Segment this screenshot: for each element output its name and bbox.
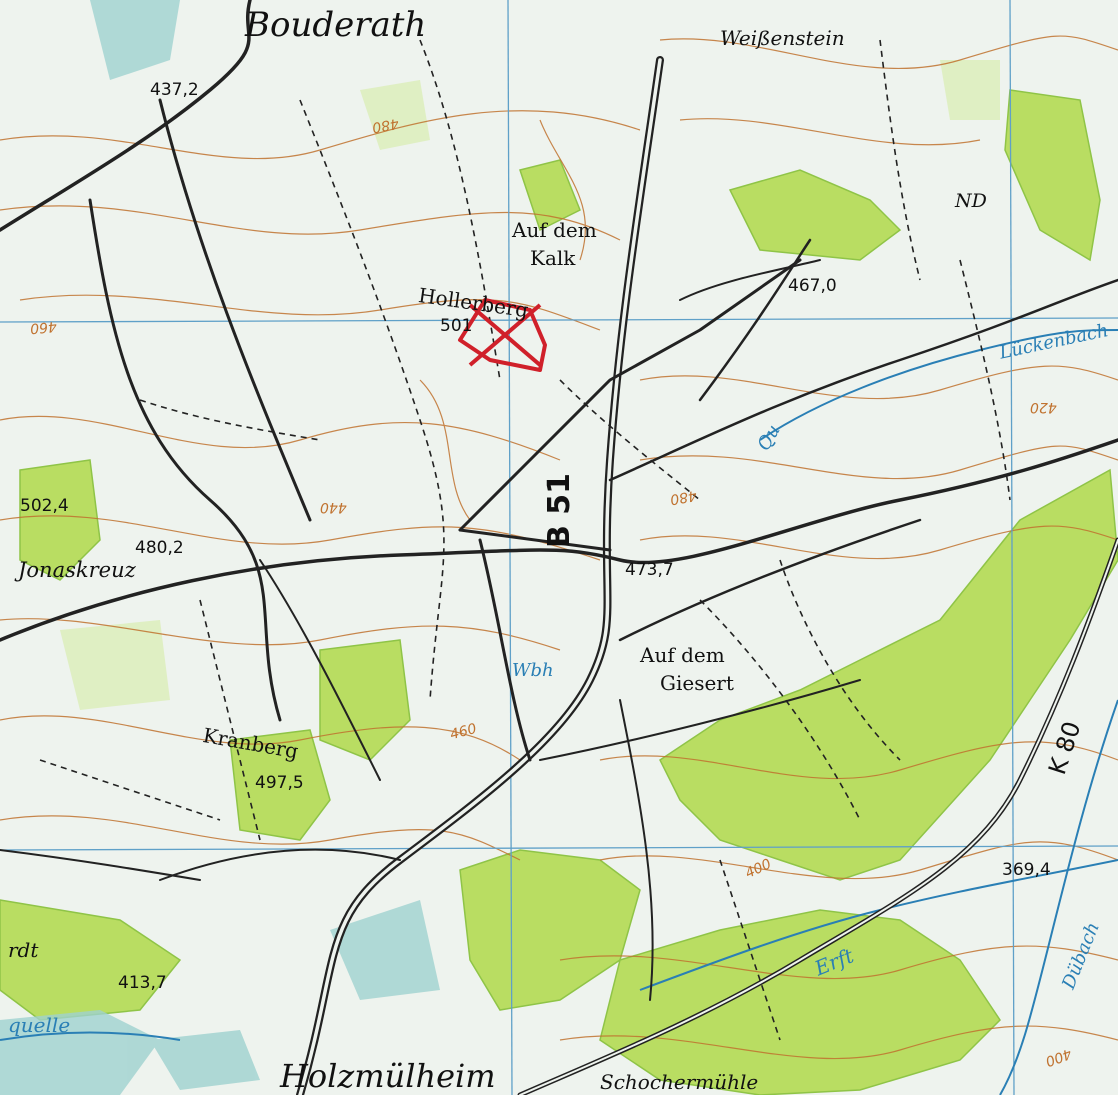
place-label-schochermuehle: Schochermühle [600,1070,759,1094]
elevation-label-413: 413,7 [118,973,167,993]
place-label-auf-dem-giesert-1: Auf dem [640,643,725,667]
contour-lines [0,35,1118,1060]
water-label-wbh: Wbh [512,660,554,681]
place-label-jonaskreuz: Jonaskreuz [18,558,136,582]
elevation-label-467: 467,0 [788,276,837,296]
contour-label-3: 440 [320,499,347,515]
place-label-holzmuelheim: Holzmülheim [280,1057,496,1095]
place-label-auf-dem-kalk-2: Kalk [530,246,576,270]
place-label-quelle: quelle [8,1013,71,1037]
tracks [39,39,1011,1041]
forest-areas [0,89,1118,1095]
place-label-weissenstein: Weißenstein [720,26,845,50]
elevation-label-497: 497,5 [255,773,304,793]
contour-label-2: 460 [29,317,58,337]
road-label-b51: B 51 [542,472,577,548]
elevation-label-473: 473,7 [625,560,674,580]
elevation-label-501: 501 [440,316,473,336]
place-label-nd: ND [955,190,987,212]
elevation-label-369: 369,4 [1002,860,1051,880]
elevation-label-502: 502,4 [20,496,69,516]
place-label-auf-dem-kalk-1: Auf dem [512,218,597,242]
summit-marker-icon [458,298,547,372]
meadow-areas [60,60,1000,710]
elevation-label-437: 437,2 [150,80,199,100]
place-label-auf-dem-giesert-2: Giesert [660,671,734,695]
elevation-label-480: 480,2 [135,538,184,558]
settlement-areas [0,0,440,1095]
place-label-rdt: rdt [8,938,39,962]
contour-label-4: 420 [1030,399,1057,415]
place-label-bouderath: Bouderath [245,5,427,45]
